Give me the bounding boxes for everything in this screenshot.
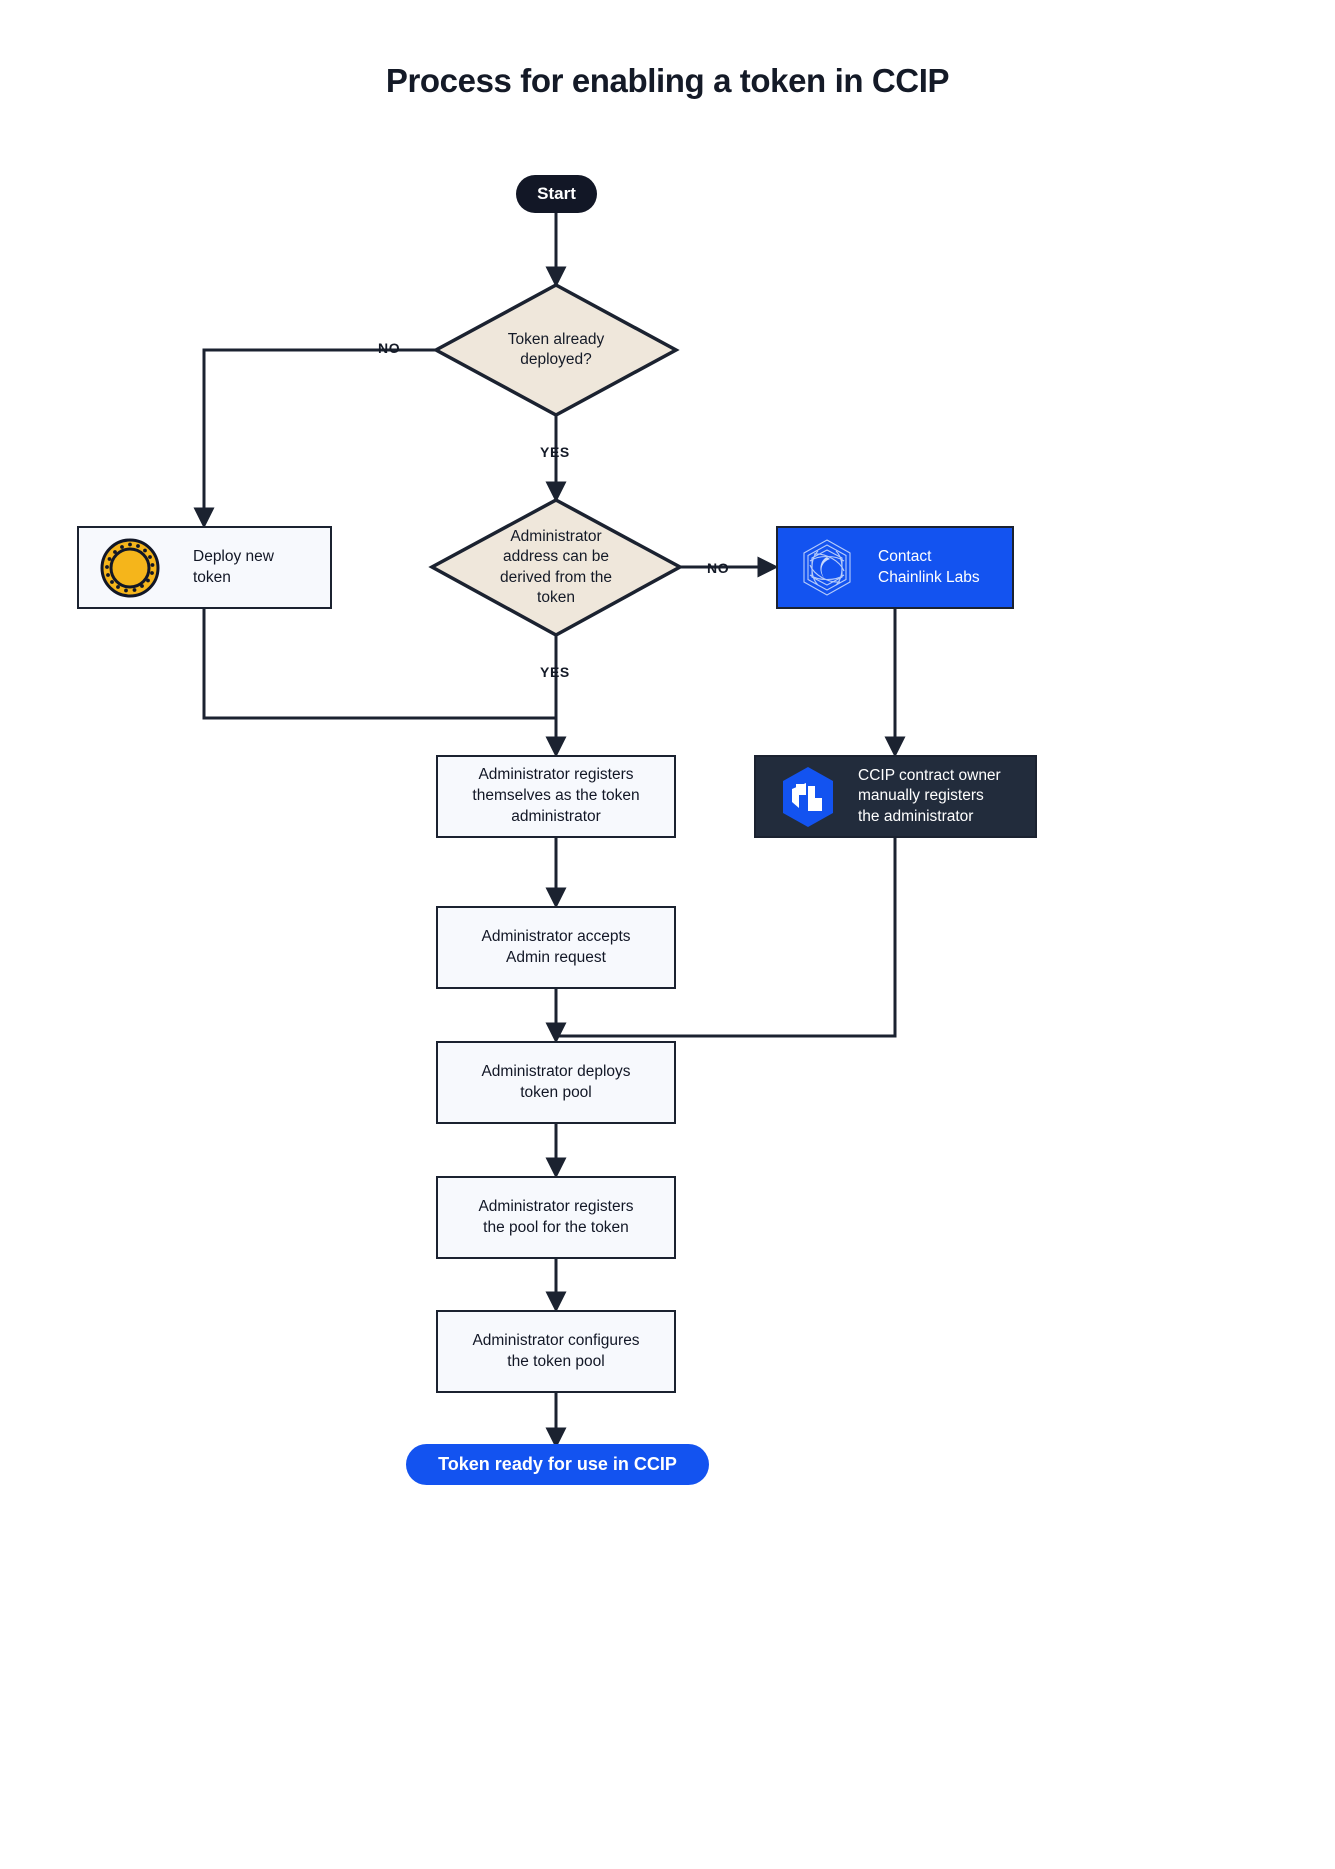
start-node-label: Start — [537, 184, 576, 203]
node-line: Chainlink Labs — [878, 568, 980, 586]
contact-chainlink-labs-node[interactable]: Contact Chainlink Labs — [776, 526, 1014, 609]
decision-token-deployed[interactable]: Token already deployed? — [436, 285, 676, 415]
admin-registers-pool-node[interactable]: Administrator registers the pool for the… — [436, 1176, 676, 1259]
admin-registers-self-node[interactable]: Administrator registers themselves as th… — [436, 755, 676, 838]
decision-line: deployed? — [520, 351, 592, 368]
deploy-new-token-label: Deploy new token — [193, 547, 274, 586]
page-title: Process for enabling a token in CCIP — [385, 62, 950, 99]
admin-registers-self-label: Administrator registers themselves as th… — [458, 765, 653, 828]
edge-no-deploy — [193, 348, 436, 529]
decision-line: Administrator — [510, 528, 602, 546]
node-line: themselves as the token — [472, 787, 640, 805]
end-node[interactable]: Token ready for use in CCIP — [406, 1444, 709, 1485]
chainlink-hexagon-icon — [796, 535, 858, 601]
node-line: Administrator deploys — [481, 1062, 631, 1080]
node-line: manually registers — [858, 787, 984, 805]
admin-configures-pool-node[interactable]: Administrator configures the token pool — [436, 1310, 676, 1393]
ccip-hexagon-icon — [778, 764, 838, 830]
gold-coin-icon — [99, 537, 161, 599]
node-line: token pool — [520, 1083, 592, 1101]
node-line: Administrator accepts — [481, 927, 631, 945]
deploy-new-token-node[interactable]: Deploy new token — [77, 526, 332, 609]
node-line: the token pool — [507, 1352, 605, 1370]
edge-label-yes-admin-derived: YES — [540, 664, 570, 680]
admin-deploys-pool-node[interactable]: Administrator deploys token pool — [436, 1041, 676, 1124]
end-node-label: Token ready for use in CCIP — [438, 1454, 677, 1474]
node-line: the administrator — [858, 807, 974, 825]
edge-label-yes-deployed: YES — [540, 444, 570, 460]
admin-registers-pool-label: Administrator registers the pool for the… — [464, 1197, 647, 1239]
node-line: the pool for the token — [483, 1218, 629, 1236]
admin-accepts-request-label: Administrator accepts Admin request — [467, 927, 644, 969]
start-node[interactable]: Start — [516, 175, 597, 213]
admin-configures-pool-label: Administrator configures the token pool — [458, 1331, 653, 1373]
node-line: Administrator registers — [478, 1197, 634, 1215]
admin-accepts-request-node[interactable]: Administrator accepts Admin request — [436, 906, 676, 989]
node-line: Contact — [878, 548, 932, 566]
edge-label-no-admin-derived: NO — [707, 560, 730, 576]
decision-token-deployed-label: Token already deployed? — [436, 285, 676, 415]
decision-line: derived from the — [500, 568, 612, 586]
ccip-owner-registers-node[interactable]: CCIP contract owner manually registers t… — [754, 755, 1037, 838]
decision-admin-derived-label: Administrator address can be derived fro… — [432, 500, 680, 635]
ccip-owner-registers-label: CCIP contract owner manually registers t… — [858, 766, 1001, 826]
decision-admin-derived[interactable]: Administrator address can be derived fro… — [432, 500, 680, 635]
node-line: Administrator configures — [472, 1331, 640, 1349]
edge-label-no-deployed: NO — [378, 340, 401, 356]
edge-ccip-merge — [556, 838, 897, 1038]
node-line: CCIP contract owner — [858, 767, 1001, 785]
decision-line: Token already — [507, 330, 605, 348]
decision-line: token — [537, 588, 575, 606]
edge-deploy-merge — [202, 609, 556, 720]
decision-line: address can be — [503, 548, 609, 566]
node-line: Admin request — [506, 948, 606, 966]
contact-chainlink-labs-label: Contact Chainlink Labs — [878, 547, 980, 587]
node-line: administrator — [511, 807, 601, 825]
node-line: Administrator registers — [478, 766, 634, 784]
admin-deploys-pool-label: Administrator deploys token pool — [467, 1062, 644, 1104]
